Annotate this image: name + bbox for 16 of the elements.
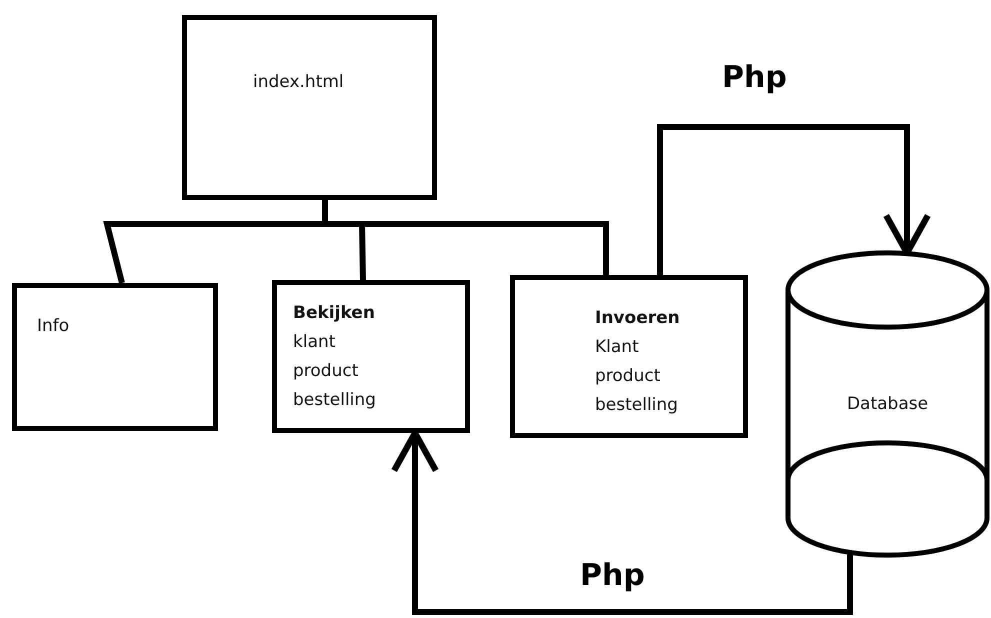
box-text: index.html (253, 71, 344, 94)
box-text: Database (846, 392, 928, 416)
box-text: Klant (595, 336, 639, 359)
box-heading: Bekijken (293, 302, 375, 325)
box-text: bestelling (595, 394, 678, 417)
page-box (510, 275, 748, 438)
page-box (182, 15, 437, 200)
box-heading: Invoeren (595, 307, 680, 330)
box-text: product (293, 360, 358, 383)
page-box (12, 283, 218, 431)
box-text: klant (293, 331, 336, 354)
arrow (657, 124, 931, 275)
page-box (272, 280, 470, 433)
box-text: Info (37, 315, 70, 338)
box-text: bestelling (293, 389, 376, 412)
box-text: product (595, 365, 660, 388)
